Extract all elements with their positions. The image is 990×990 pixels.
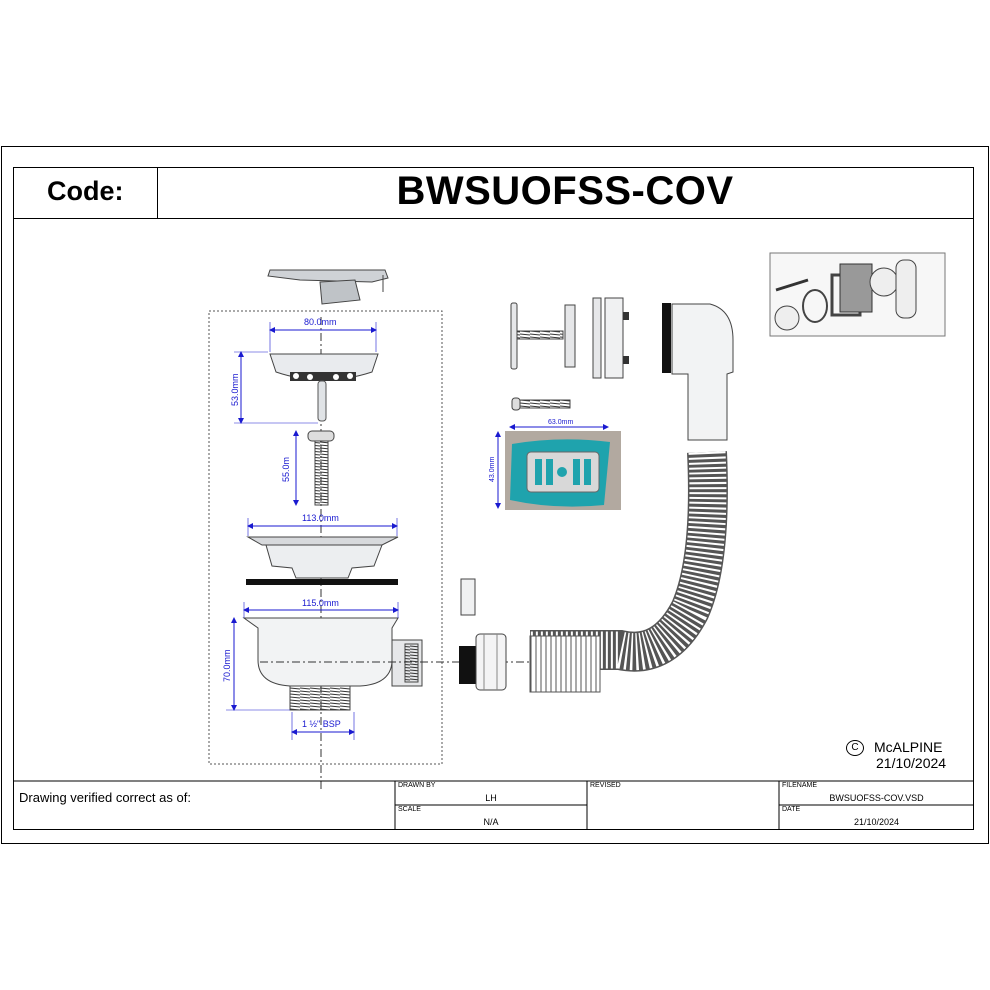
title-block <box>13 780 974 830</box>
drawing-frame <box>13 219 974 830</box>
cover-screw <box>511 397 571 411</box>
scale-label: SCALE <box>398 806 421 813</box>
product-code: BWSUOFSS-COV <box>396 169 734 213</box>
dim-cover-height: 43.0mm <box>489 457 496 482</box>
copyright-mark: C McALPINE 21/10/2024 <box>846 740 946 770</box>
strainer-basket <box>269 353 379 422</box>
verified-label: Drawing verified correct as of: <box>19 790 191 805</box>
drawn-by-value: LH <box>485 793 497 803</box>
dim-flange-width: 113.0mm <box>302 513 339 523</box>
dim-screw-length: 55.0m <box>281 457 291 482</box>
copyright-icon: C <box>846 740 864 756</box>
filename-value: BWSUOFSS-COV.VSD <box>829 793 924 803</box>
dim-cover-width: 63.0mm <box>548 419 573 426</box>
code-header: Code: BWSUOFSS-COV <box>13 167 974 219</box>
overflow-cover-plate <box>505 431 621 510</box>
date-value: 21/10/2024 <box>853 817 900 827</box>
sink-flange <box>246 536 399 579</box>
basket-cap-lid <box>267 269 389 305</box>
assembly-outline <box>208 310 443 765</box>
dim-basket-width: 80.0mm <box>304 317 337 327</box>
filename-label: FILENAME <box>782 782 818 789</box>
rubber-gasket <box>246 579 398 585</box>
dim-basket-height: 53.0mm <box>230 373 240 406</box>
overflow-bolt-and-plates <box>510 297 671 379</box>
revised-label: REVISED <box>590 782 621 789</box>
flexible-hose <box>530 451 727 671</box>
waste-body <box>242 617 423 711</box>
drawing-sheet <box>1 146 989 844</box>
copyright-owner: McALPINE <box>874 739 943 755</box>
dimension-lines <box>226 322 609 740</box>
dim-body-width: 115.0mm <box>302 598 339 608</box>
outlet-nut <box>459 578 507 691</box>
dim-thread: 1 ½" BSP <box>302 719 341 729</box>
exploded-view-inset <box>769 252 946 337</box>
overflow-elbow <box>671 303 734 441</box>
drawn-by-label: DRAWN BY <box>398 782 436 789</box>
code-label: Code: <box>47 176 124 206</box>
hose-end <box>529 635 601 693</box>
dim-body-height: 70.0mm <box>222 649 232 682</box>
date-label: DATE <box>782 806 801 813</box>
copyright-date: 21/10/2024 <box>876 755 947 771</box>
connecting-screw <box>307 430 335 506</box>
scale-value: N/A <box>483 817 499 827</box>
code-label-cell: Code: <box>14 168 158 218</box>
